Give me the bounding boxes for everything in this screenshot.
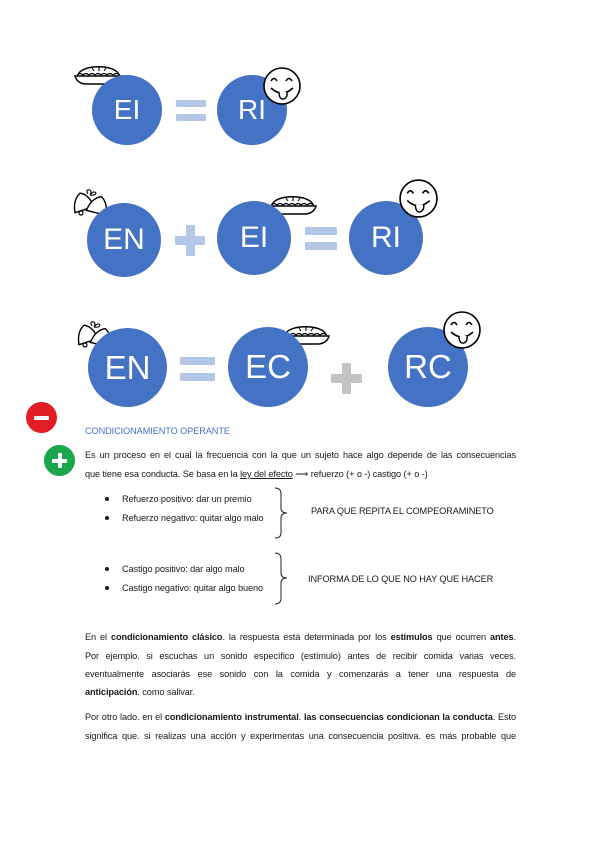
refuerzo-note: PARA QUE REPITA EL COMPEORAMINETO <box>311 506 494 516</box>
bold-span: las consecuencias condicionan la conduct… <box>303 712 493 722</box>
bold-span: condicionamiento clásico <box>110 632 223 642</box>
intro-text: que tiene esa conducta. Se basa en la <box>85 469 241 479</box>
ley-del-efecto-text: ley del efecto <box>240 469 293 479</box>
text-span: . Esto <box>492 712 516 722</box>
bold-span: anticipación <box>85 687 138 697</box>
bullet-icon <box>105 516 109 520</box>
text-span: . <box>298 712 304 722</box>
bold-span: estímulos <box>390 632 433 642</box>
smiley-tongue-icon <box>263 67 301 105</box>
list-item: Refuerzo negativo: quitar algo malo <box>122 513 264 523</box>
circle-label: RI <box>371 221 401 254</box>
list-item: Castigo positivo: dar algo malo <box>122 564 245 574</box>
circle-label: EN <box>103 223 145 256</box>
bold-span: condicionamiento instrumental <box>164 712 299 722</box>
intro-line-2: que tiene esa conducta. Se basa en la le… <box>85 468 428 480</box>
paragraph-line: Por ejemplo. si escuchas un sonido espec… <box>85 651 516 661</box>
paragraph-line: significa que. si realizas una acción y … <box>85 731 516 741</box>
smiley-tongue-icon <box>443 311 481 349</box>
paragraph-line: Por otro lado. en el condicionamiento in… <box>85 711 516 723</box>
text-span: Por otro lado. en el <box>85 712 165 722</box>
text-span: . como salivar. <box>137 687 195 697</box>
list-item: Refuerzo positivo: dar un premio <box>122 494 252 504</box>
paragraph-line: eventualmente asociarás ese sonido con l… <box>85 669 516 679</box>
section-title: CONDICIONAMIENTO OPERANTE <box>85 426 230 436</box>
minus-circle-icon <box>26 402 57 433</box>
bold-span: antes <box>490 632 514 642</box>
smiley-tongue-icon <box>399 179 438 218</box>
paragraph-line: anticipación. como salivar. <box>85 686 195 698</box>
circle-en: EN <box>88 328 167 407</box>
circle-ei: EI <box>217 201 291 275</box>
paragraph-line: En el condicionamiento clásico. la respu… <box>85 631 516 643</box>
text-span: En el <box>85 632 111 642</box>
circle-ec: EC <box>228 327 308 407</box>
castigo-note: INFORMA DE LO QUE NO HAY QUE HACER <box>308 574 494 584</box>
circle-label: EN <box>104 348 151 386</box>
text-span: . la respuesta está determinada por los <box>222 632 391 642</box>
text-span: . <box>513 632 517 642</box>
circle-label: RI <box>238 94 266 125</box>
circle-label: EI <box>239 221 269 254</box>
intro-text: ⟶ refuerzo (+ o -) castigo (+ o -) <box>292 469 428 479</box>
intro-line-1: Es un proceso en el cual la frecuencia c… <box>85 450 516 460</box>
plus-circle-icon <box>44 445 75 476</box>
text-span: que ocurren <box>432 632 491 642</box>
bullet-icon <box>105 586 109 590</box>
circle-en: EN <box>87 203 161 277</box>
bullet-icon <box>105 497 109 501</box>
circle-label: RC <box>404 348 452 385</box>
circle-ei: EI <box>92 75 162 145</box>
list-item: Castigo negativo: quitar algo bueno <box>122 583 264 593</box>
circle-label: EI <box>113 94 141 125</box>
circle-label: EC <box>245 348 291 385</box>
bullet-icon <box>105 567 109 571</box>
